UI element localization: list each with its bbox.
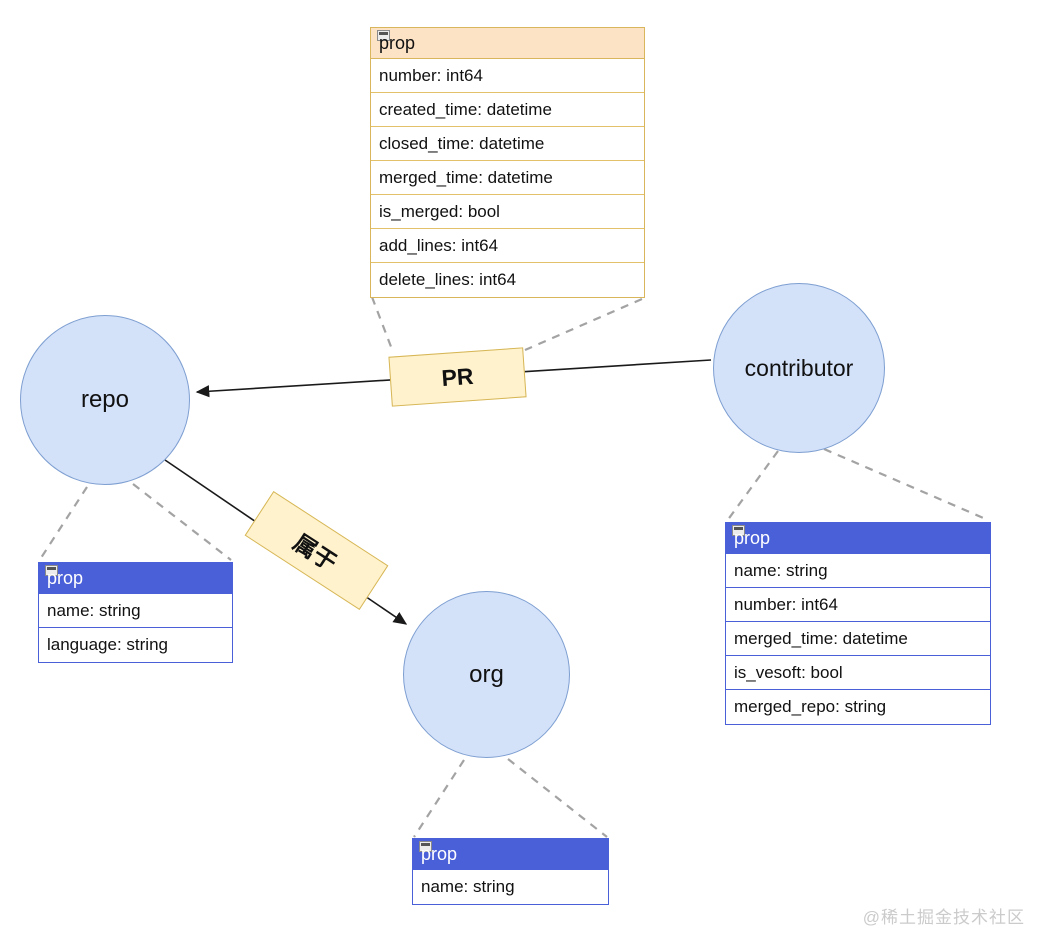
org-prop-table-title: prop <box>421 843 458 864</box>
collapse-icon <box>732 525 745 536</box>
repo-prop-table: prop name: string language: string <box>38 562 233 663</box>
table-row: is_vesoft: bool <box>726 656 990 690</box>
org-prop-table: prop name: string <box>412 838 609 905</box>
node-contributor-label: contributor <box>744 354 854 381</box>
table-row: created_time: datetime <box>371 93 644 127</box>
table-row: closed_time: datetime <box>371 127 644 161</box>
table-row: add_lines: int64 <box>371 229 644 263</box>
dashed-contributor-table-right <box>823 447 989 522</box>
contributor-prop-table-header: prop <box>726 523 990 554</box>
table-row: merged_time: datetime <box>726 622 990 656</box>
collapse-icon <box>377 30 390 41</box>
watermark: @稀土掘金技术社区 <box>862 908 1025 927</box>
node-contributor: contributor <box>713 283 885 453</box>
dashed-repo-table-left <box>38 486 88 562</box>
collapse-icon <box>45 565 58 576</box>
node-org-label: org <box>469 660 504 688</box>
node-repo: repo <box>20 315 190 485</box>
contributor-prop-table-title: prop <box>734 527 771 548</box>
org-prop-table-header: prop <box>413 839 608 870</box>
repo-prop-table-header: prop <box>39 563 232 594</box>
dashed-pr-table-left <box>370 296 395 353</box>
dashed-org-table-right <box>507 758 608 838</box>
pr-prop-table: prop number: int64 created_time: datetim… <box>370 27 645 298</box>
node-org: org <box>403 591 570 758</box>
collapse-icon <box>419 841 432 852</box>
table-row: is_merged: bool <box>371 195 644 229</box>
table-row: number: int64 <box>726 588 990 622</box>
table-row: name: string <box>413 870 608 904</box>
dashed-pr-table-right <box>524 297 643 352</box>
dashed-org-table-left <box>413 759 465 838</box>
dashed-contributor-table-left <box>726 450 779 522</box>
repo-prop-table-title: prop <box>47 567 84 588</box>
table-row: number: int64 <box>371 59 644 93</box>
table-row: language: string <box>39 628 232 662</box>
table-row: merged_time: datetime <box>371 161 644 195</box>
table-row: delete_lines: int64 <box>371 263 644 297</box>
table-row: name: string <box>726 554 990 588</box>
dashed-repo-table-right <box>132 483 232 561</box>
table-row: name: string <box>39 594 232 628</box>
edge-belongs-to-text: 属于 <box>289 528 342 576</box>
node-repo-label: repo <box>80 386 130 413</box>
edge-label-pr: PR <box>388 347 527 407</box>
pr-prop-table-title: prop <box>379 32 416 53</box>
table-row: merged_repo: string <box>726 690 990 724</box>
pr-prop-table-header: prop <box>371 28 644 59</box>
edge-pr-text: PR <box>440 362 475 391</box>
contributor-prop-table: prop name: string number: int64 merged_t… <box>725 522 991 725</box>
